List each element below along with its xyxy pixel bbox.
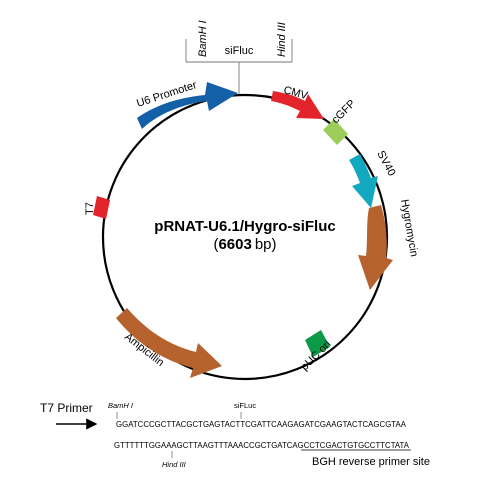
plasmid-backbone [101, 93, 389, 381]
bgh-reverse-primer-label: BGH reverse primer site [312, 456, 430, 468]
cgfp-label: cGFP [330, 98, 358, 126]
t7-primer-label: T7 Primer [40, 401, 93, 415]
cloning-site-bracket [185, 39, 293, 94]
hindiii-site-label: Hind III [276, 22, 288, 57]
bamhi-site-label: BamH I [197, 20, 209, 57]
t7-label: T7 [84, 202, 96, 215]
insert-label: siFluc [225, 45, 254, 57]
u6-promoter-arrow [137, 82, 238, 129]
t7-box [93, 196, 110, 219]
puc-ori-box [305, 330, 330, 357]
cgfp-box [323, 119, 348, 145]
sequence-line-1: GGATCCCGCTTACGCTGAGTACTTCGATTCAAGAGATCGA… [116, 419, 406, 429]
sifluc-seq-site-label: siFLuc [234, 401, 256, 410]
hindiii-seq-site-label: Hind III [162, 460, 186, 469]
plasmid-name: pRNAT-U6.1/Hygro-siFluc [154, 218, 335, 235]
sv40-arrow [349, 154, 378, 208]
bgh-primer-sequence: CCTCGACTGTGCCTTCTATA [304, 440, 409, 450]
hygromycin-label: Hygromycin [398, 198, 420, 257]
hygromycin-arrow [358, 205, 393, 290]
sequence-line-2: GTTTTTTGGAAAGCTTAAGTTTAAACCGCTGATCAGCCTC… [114, 440, 409, 450]
bamhi-seq-site-label: BamH I [108, 401, 133, 410]
cmv-arrow [271, 91, 324, 119]
sv40-label: SV40 [374, 149, 397, 178]
ampicillin-arrow [116, 308, 222, 378]
